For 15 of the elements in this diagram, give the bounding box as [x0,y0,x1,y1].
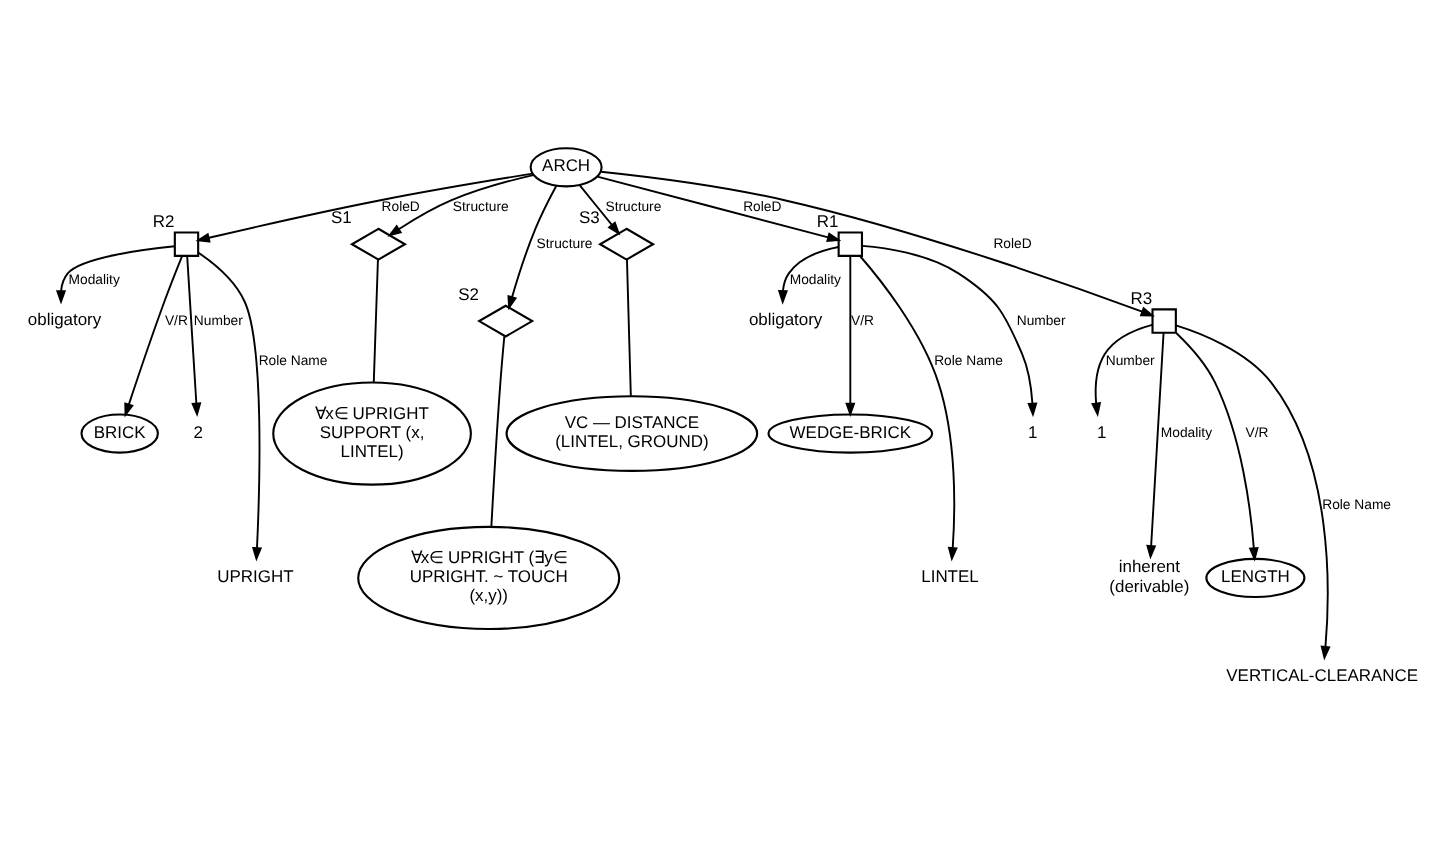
node-text: LINTEL [921,566,979,586]
node-text: 1 [1096,421,1107,442]
node-text: inherent (derivable) [1109,556,1190,596]
node-text: 1 [1027,421,1038,442]
node-text: obligatory [748,309,823,330]
node-label: S1 [330,207,352,228]
node-text: UPRIGHT [217,566,294,586]
node-label: S3 [579,207,600,228]
node-label: R3 [1130,287,1153,308]
node-label: S2 [458,284,479,305]
node-label: R1 [816,211,839,232]
node-text: obligatory [27,309,102,330]
node-label: R2 [152,211,175,232]
node-text: VERTICAL-CLEARANCE [1226,664,1419,685]
node-text: 2 [193,421,203,442]
